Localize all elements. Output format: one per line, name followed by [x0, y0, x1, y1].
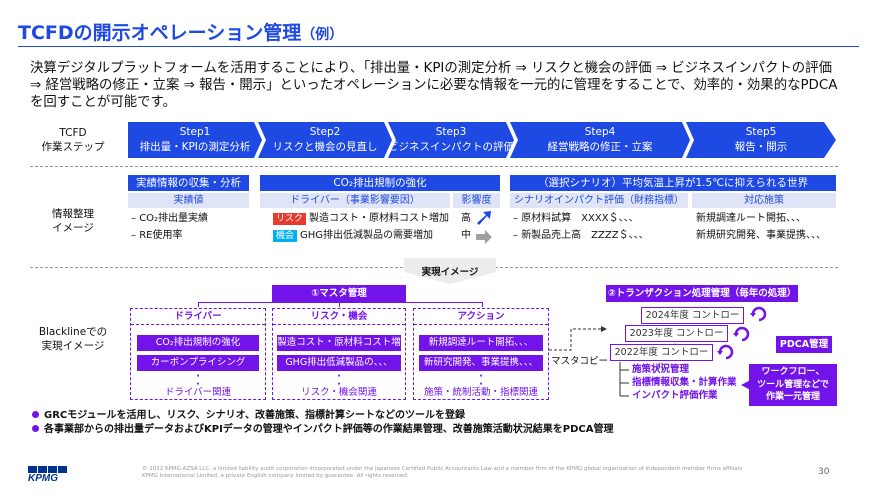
vertical-ellipsis-icon: ··	[196, 371, 200, 390]
info-risk-impact: 高	[461, 213, 471, 224]
info-col2-sub-driver: ドライバー（事業影響要因）	[260, 193, 450, 208]
intro-text: 決算デジタルプラットフォームを活用することにより、「排出量・KPIの測定分析 ⇒…	[30, 61, 838, 110]
pdca-badge: PDCA管理	[776, 336, 832, 353]
row-label-info: 情報整理イメージ	[52, 208, 94, 234]
info-col1-item: – RE使用率	[131, 230, 183, 241]
driver-item: カーボンプライシング	[137, 355, 259, 371]
bullet-dot	[32, 425, 39, 432]
info-col3-left-item: – 原材料試算 XXXX＄、、、	[513, 213, 639, 224]
kpmg-logo: KPMG	[28, 466, 68, 484]
risk-item: GHG排出低減製品の、、、	[277, 355, 401, 371]
bullet-dot	[32, 411, 39, 418]
bullet-item: GRCモジュールを活用し、リスク、シナリオ、改善施策、指標計算シートなどのツール…	[32, 409, 614, 423]
risk-tag: リスク	[273, 213, 307, 225]
info-col2-sub-impact: 影響度	[453, 193, 500, 208]
year-control-2024: 2024年度 コントロール	[641, 307, 744, 336]
master-copy-label: マスタコピー	[551, 356, 609, 367]
workflow-text: ワークフロー、 ツール管理などで 作業一元管理	[757, 367, 829, 402]
vertical-ellipsis-icon: ··	[479, 371, 483, 390]
info-col3-sub-scenario: シナリオインパクト評価（財務指標）	[510, 193, 688, 208]
year-control-2023: 2023年度 コントロール	[625, 325, 728, 354]
transaction-list-item: 施策状況管理	[632, 364, 690, 375]
bullet-list: GRCモジュールを活用し、リスク、シナリオ、改善施策、指標計算シートなどのツール…	[32, 409, 614, 437]
transaction-list-item: インパクト評価作業	[632, 390, 718, 401]
info-risk-row: リスク製造コスト・原材料コスト増加	[273, 212, 449, 226]
info-col3-right-item: 新規調達ルート開拓、、、	[696, 213, 806, 224]
risk-item: 製造コスト・原材料コスト増加	[277, 335, 401, 364]
legal-notice: © 2022 KPMG AZSA LLC, a limited liabilit…	[142, 466, 742, 479]
master-col-risk: リスク・機会	[272, 308, 406, 400]
cycle-icon	[750, 305, 768, 327]
cycle-icon	[717, 343, 735, 365]
transaction-header: ②トランザクション処理管理（毎年の処理）	[606, 285, 798, 302]
master-header: ①マスタ管理	[272, 285, 406, 302]
page-number: 30	[818, 467, 830, 477]
master-bracket	[198, 302, 483, 307]
master-copy-arrow	[549, 326, 609, 360]
info-opportunity-impact: 中	[461, 230, 471, 241]
action-item: 新研究開発、事業提携、、、	[419, 355, 543, 371]
info-col3-header: （選択シナリオ）平均気温上昇が1.5℃に抑えられる世界	[510, 175, 836, 191]
year-control-2022: 2022年度 コントロール	[610, 344, 713, 373]
transaction-tree-lines	[617, 362, 631, 404]
bullet-item: 各事業部からの排出量データおよびKPIデータの管理やインパクト評価等の作業結果管…	[32, 423, 614, 437]
opportunity-tag: 機会	[273, 230, 298, 242]
separator-line	[30, 166, 838, 167]
info-col1-header: 実績情報の収集・分析	[128, 175, 249, 191]
realize-label: 実現イメージ	[421, 267, 479, 278]
master-col-driver: ドライバー	[130, 308, 266, 400]
kpmg-logo-boxes	[28, 466, 68, 473]
info-col1-item: – CO₂排出量実績	[131, 213, 209, 224]
cycle-icon	[733, 325, 751, 347]
arrow-right-icon	[476, 229, 492, 248]
action-item: 新規調達ルート開拓、、、	[419, 335, 543, 351]
realize-down-arrow	[400, 258, 500, 288]
transaction-list-item: 指標情報収集・計算作業	[632, 377, 737, 388]
arrow-up-right-icon	[476, 210, 492, 229]
vertical-ellipsis-icon: ··	[337, 371, 341, 390]
info-col3-sub-measures: 対応施策	[692, 193, 836, 208]
info-col1-sub: 実績値	[128, 193, 249, 208]
info-col3-right-item: 新規研究開発、事業提携、、、	[696, 230, 826, 241]
workflow-callout	[741, 364, 837, 406]
title-underline	[18, 46, 859, 47]
row-label-blackline: Blacklineでの実現イメージ	[38, 326, 108, 352]
driver-item: CO₂排出規制の強化	[137, 335, 259, 351]
info-col3-left-item: – 新製品売上高 ZZZZ＄、、、	[513, 230, 649, 241]
risk-footer: リスク・機会関連	[301, 387, 377, 398]
master-bracket-center	[339, 302, 340, 307]
transaction-list: 施策状況管理 指標情報収集・計算作業 インパクト評価作業	[632, 363, 737, 402]
title-suffix: （例）	[301, 27, 344, 43]
info-col2-header: CO₂排出規制の強化	[260, 175, 500, 191]
action-footer: 施策・統制活動・指標関連	[423, 387, 538, 398]
page-title: TCFDの開示オペレーション管理（例）	[18, 22, 344, 44]
driver-footer: ドライバー関連	[164, 387, 232, 398]
master-col-action: アクション	[413, 308, 549, 400]
